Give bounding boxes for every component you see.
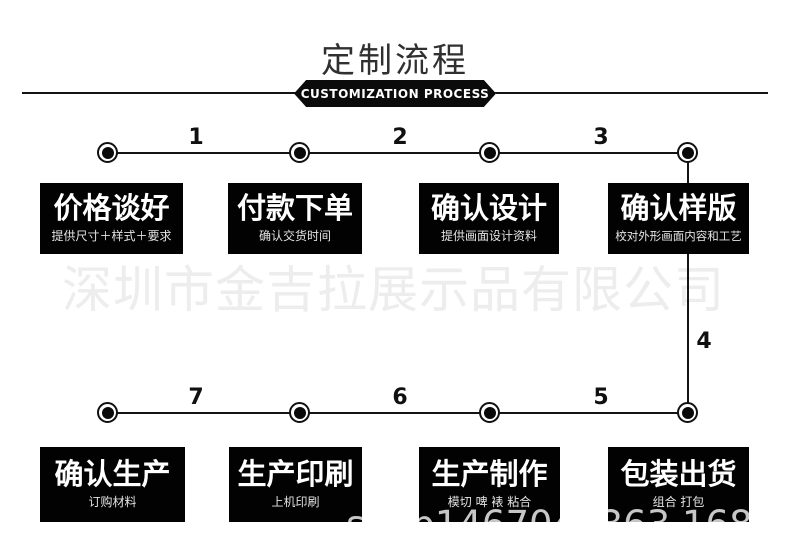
segment-number-2: 2 xyxy=(392,125,408,150)
right-connector-line xyxy=(687,153,689,413)
step-title: 付款下单 xyxy=(236,190,353,225)
segment-number-3: 3 xyxy=(593,125,609,150)
connector-dot xyxy=(479,402,500,423)
bottom-connector-line xyxy=(108,412,689,414)
page-title: 定制流程 xyxy=(321,41,469,81)
company-watermark: 深圳市金吉拉展示品有限公司 xyxy=(62,261,725,319)
segment-number-1: 1 xyxy=(188,125,204,150)
step-subtitle: 确认交货时间 xyxy=(258,229,331,244)
process-banner-label: • CUSTOMIZATION PROCESS • xyxy=(287,86,503,101)
step-box-confirm-production: 确认生产 订购材料 xyxy=(40,447,185,522)
step-box-payment-order: 付款下单 确认交货时间 xyxy=(228,183,362,254)
step-subtitle: 提供尺寸＋样式＋要求 xyxy=(51,229,172,244)
connector-dot xyxy=(289,402,310,423)
step-title: 生产制作 xyxy=(431,456,548,491)
step-box-production-printing: 生产印刷 上机印刷 xyxy=(229,447,362,522)
step-subtitle: 订购材料 xyxy=(88,495,137,510)
step-box-production-making: 生产制作 模切 啤 裱 粘合 xyxy=(419,447,560,522)
step-title: 确认样版 xyxy=(620,191,737,226)
top-connector-line xyxy=(108,152,689,154)
step-title: 生产印刷 xyxy=(237,456,354,491)
step-box-price-agreed: 价格谈好 提供尺寸＋样式＋要求 xyxy=(40,183,183,254)
connector-dot xyxy=(97,402,118,423)
connector-dot xyxy=(479,142,500,163)
connector-dot xyxy=(97,142,118,163)
step-title: 确认设计 xyxy=(430,190,547,225)
step-subtitle: 组合 打包 xyxy=(652,495,705,510)
connector-dot xyxy=(677,402,698,423)
connector-dot xyxy=(289,142,310,163)
step-subtitle: 模切 啤 裱 粘合 xyxy=(447,495,532,510)
process-banner: • CUSTOMIZATION PROCESS • xyxy=(294,80,496,107)
step-title: 确认生产 xyxy=(54,456,171,491)
step-subtitle: 提供画面设计资料 xyxy=(440,229,537,244)
connector-dot xyxy=(677,142,698,163)
step-box-packing-shipping: 包装出货 组合 打包 xyxy=(608,447,749,522)
step-title: 价格谈好 xyxy=(53,190,170,225)
shop-url-watermark: shop1467049363.1688.com xyxy=(346,503,790,546)
step-subtitle: 上机印刷 xyxy=(271,495,320,510)
step-box-confirm-design: 确认设计 提供画面设计资料 xyxy=(419,183,559,254)
step-subtitle: 校对外形画面内容和工艺 xyxy=(615,228,742,243)
segment-number-4: 4 xyxy=(696,329,712,354)
segment-number-5: 5 xyxy=(593,385,609,410)
step-box-confirm-sample: 确认样版 校对外形画面内容和工艺 xyxy=(608,183,749,254)
step-title: 包装出货 xyxy=(620,456,737,491)
segment-number-7: 7 xyxy=(188,385,204,410)
segment-number-6: 6 xyxy=(392,385,408,410)
